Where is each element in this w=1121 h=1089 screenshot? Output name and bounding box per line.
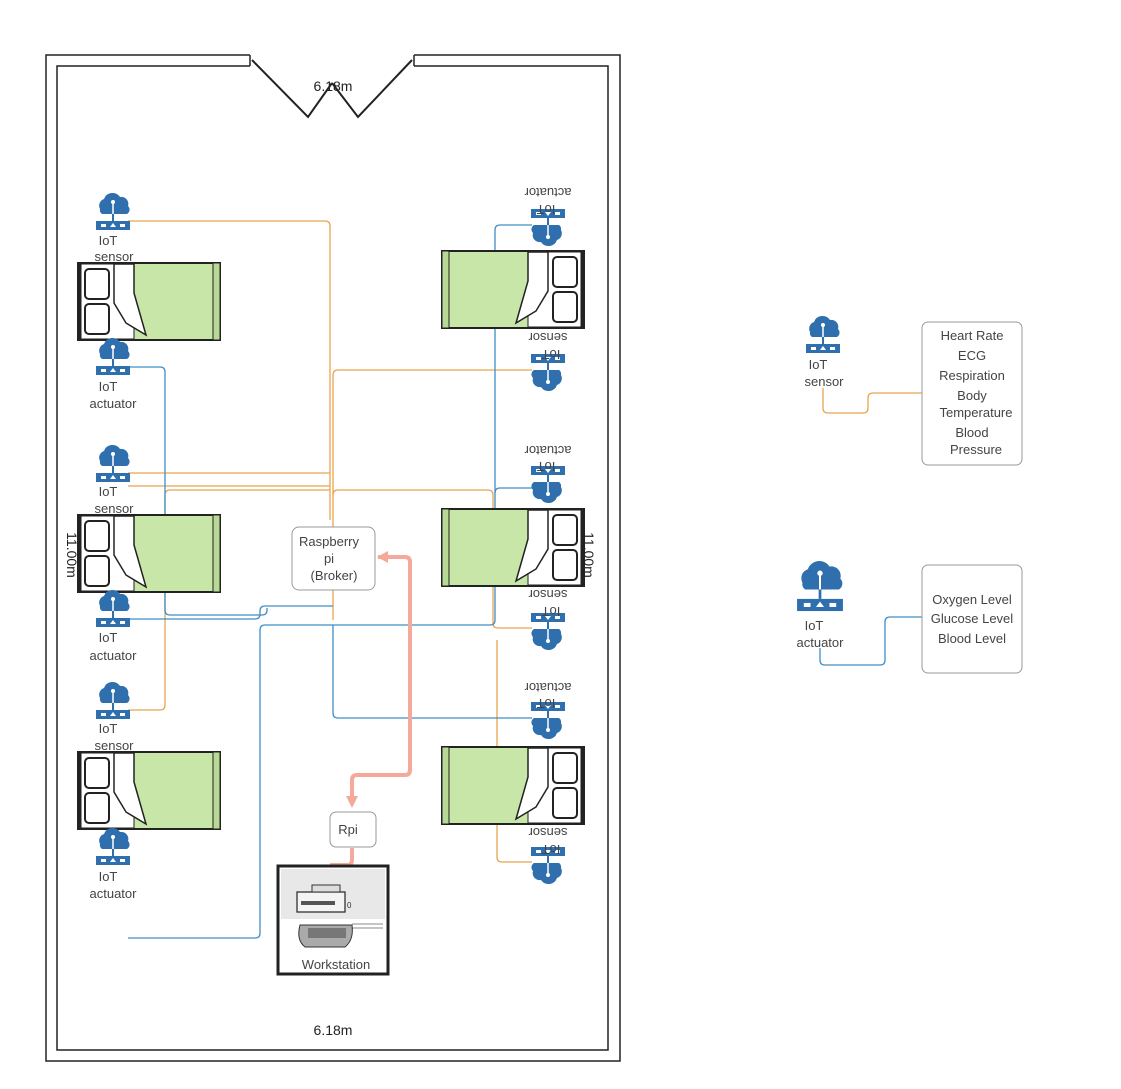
actuator-label-1: IoT <box>537 459 556 474</box>
measure-item: Respiration <box>939 368 1005 383</box>
entrance-door <box>251 59 413 119</box>
rpi-node: Rpi <box>329 811 377 848</box>
actuator-label-1: IoT <box>99 379 118 394</box>
legend-sensor-label-2: sensor <box>804 374 844 389</box>
room-walls <box>45 54 621 1062</box>
drive-mark: 0 <box>347 901 352 910</box>
actuator-label-2: actuator <box>524 680 572 695</box>
bed-left-3 <box>76 751 221 830</box>
sensor-label-1: IoT <box>542 604 561 619</box>
actuator-label-2: actuator <box>90 396 138 411</box>
raspberry-pi-broker: Raspberry pi (Broker) <box>291 526 376 591</box>
measure-item: Pressure <box>950 442 1002 457</box>
workstation-label: Workstation <box>302 957 370 972</box>
actuator-label-1: IoT <box>537 202 556 217</box>
iot-sensor-icon <box>95 443 131 483</box>
bed-right-3 <box>441 746 586 825</box>
iot-actuator-icon <box>795 559 845 613</box>
width-label-bottom: 6.18m <box>314 1022 353 1038</box>
actuator-label-1: IoT <box>99 630 118 645</box>
iot-sensor-icon <box>805 314 841 354</box>
broker-label-1: Raspberry <box>299 534 359 549</box>
actuator-label-1: IoT <box>537 696 556 711</box>
bed-right-2 <box>441 508 586 587</box>
actuator-label-1: IoT <box>99 869 118 884</box>
actuator-controls-box: Oxygen Level Glucose Level Blood Level <box>921 564 1023 674</box>
legend-actuator-wire <box>819 616 922 666</box>
sensor-measurements-box: Heart Rate ECG Respiration Body Temperat… <box>921 321 1023 466</box>
actuator-label-2: actuator <box>90 648 138 663</box>
actuator-wiring <box>128 224 532 939</box>
sensor-label-1: IoT <box>542 347 561 362</box>
iot-actuator-icon <box>95 826 131 866</box>
bed-left-1 <box>76 262 221 341</box>
sensor-label-2: sensor <box>94 501 134 516</box>
bed-right-1 <box>441 250 586 329</box>
bed-left-2 <box>76 514 221 593</box>
measure-item: Heart Rate <box>941 328 1004 343</box>
actuator-label-2: actuator <box>524 443 572 458</box>
iot-actuator-icon <box>95 588 131 628</box>
sensor-label-1: IoT <box>542 842 561 857</box>
legend-sensor-label-1: IoT <box>809 357 828 372</box>
legend-actuator-label-2: actuator <box>797 635 845 650</box>
height-label-left: 11.00m <box>64 532 80 578</box>
measure-item: ECG <box>958 348 986 363</box>
legend-actuator-label-1: IoT <box>805 618 824 633</box>
actuator-label-2: actuator <box>90 886 138 901</box>
broker-label-2: pi <box>324 551 334 566</box>
control-item: Blood Level <box>938 631 1006 646</box>
iot-actuator-icon <box>95 336 131 376</box>
sensor-label-2: sensor <box>528 330 568 345</box>
workstation: 0 Workstation <box>276 864 390 976</box>
control-item: Glucose Level <box>931 611 1013 626</box>
rpi-label: Rpi <box>338 822 358 837</box>
measure-item: Temperature <box>940 405 1013 420</box>
sensor-label-2: sensor <box>528 587 568 602</box>
sensor-label-2: sensor <box>94 249 134 264</box>
iot-sensor-icon <box>95 680 131 720</box>
sensor-label-2: sensor <box>94 738 134 753</box>
measure-item: Body <box>957 388 987 403</box>
legend-sensor-wire <box>822 388 922 414</box>
sensor-label-2: sensor <box>528 825 568 840</box>
broker-label-3: (Broker) <box>311 568 358 583</box>
measure-item: Blood <box>955 425 988 440</box>
iot-sensor-icon <box>95 191 131 231</box>
actuator-label-2: actuator <box>524 185 572 200</box>
control-item: Oxygen Level <box>932 592 1012 607</box>
width-label-top: 6.18m <box>314 78 353 94</box>
sensor-label-1: IoT <box>99 484 118 499</box>
sensor-label-1: IoT <box>99 721 118 736</box>
sensor-label-1: IoT <box>99 233 118 248</box>
